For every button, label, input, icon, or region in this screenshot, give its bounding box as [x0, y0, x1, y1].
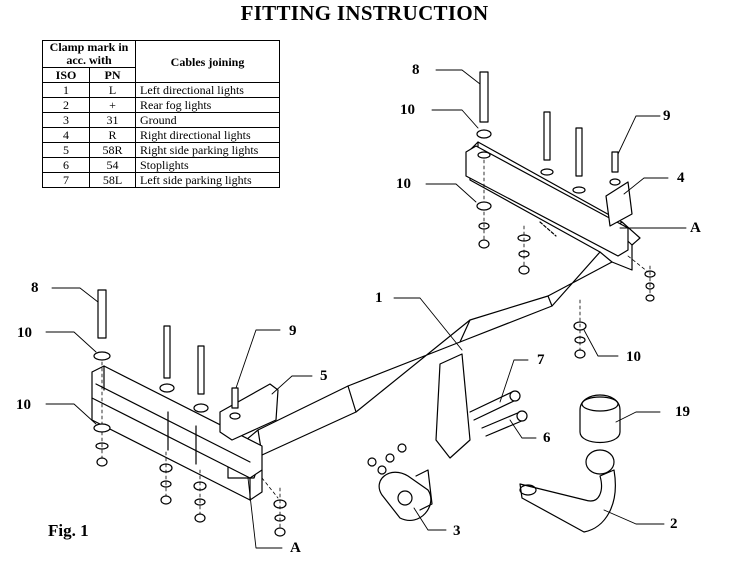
leader-lines [45, 69, 687, 549]
callout-7: 7 [537, 352, 545, 368]
cable-cell: Right directional lights [135, 127, 280, 143]
left-bracket [91, 365, 263, 501]
assembly-lines [101, 159, 651, 529]
callout-10-left-a: 10 [17, 325, 32, 341]
callout-a-right: A [690, 220, 701, 236]
pn-header: PN [89, 67, 136, 83]
socket-plate [367, 443, 433, 521]
callout-8-top: 8 [412, 62, 420, 78]
callout-9-left: 9 [289, 323, 297, 339]
cable-cell: Right side parking lights [135, 142, 280, 158]
callout-10-mid: 10 [626, 349, 641, 365]
callout-9-top: 9 [663, 108, 671, 124]
tongue-bracket [435, 353, 471, 459]
clamp-mark-header: Clamp mark in acc. with [42, 40, 136, 68]
callout-19: 19 [675, 404, 690, 420]
pn-cell: 54 [89, 157, 136, 173]
figure-label: Fig. 1 [48, 521, 89, 540]
callout-10-top: 10 [400, 102, 415, 118]
washers-nuts [93, 129, 656, 537]
cable-cell: Left side parking lights [135, 172, 280, 188]
callout-6: 6 [543, 430, 551, 446]
cable-cell: Ground [135, 112, 280, 128]
iso-cell: 5 [41, 142, 91, 158]
page-title: FITTING INSTRUCTION [240, 1, 489, 25]
callout-1: 1 [375, 290, 383, 306]
callout-10-left-b: 10 [16, 397, 31, 413]
pn-cell: 58L [89, 172, 136, 188]
callout-4: 4 [677, 170, 685, 186]
cables-joining-header: Cables joining [135, 40, 280, 83]
clamp-table: Clamp mark in acc. with Cables joining I… [41, 40, 280, 188]
callout-a-bottom: A [290, 540, 301, 556]
cable-cell: Stoplights [135, 157, 280, 173]
callout-2: 2 [670, 516, 678, 532]
iso-cell: 7 [41, 172, 91, 188]
bolts-8 [97, 71, 619, 409]
pn-cell: 31 [89, 112, 136, 128]
table-header-row: Clamp mark in acc. with Cables joining [42, 40, 280, 83]
callout-3: 3 [453, 523, 461, 539]
bolts-6-7 [469, 390, 528, 437]
left-plate [219, 383, 279, 441]
callout-5: 5 [320, 368, 328, 384]
ball-cover [579, 394, 621, 443]
right-bracket [465, 145, 633, 257]
callout-8-left: 8 [31, 280, 39, 296]
callout-10-right: 10 [396, 176, 411, 192]
ball-mount [519, 449, 616, 533]
